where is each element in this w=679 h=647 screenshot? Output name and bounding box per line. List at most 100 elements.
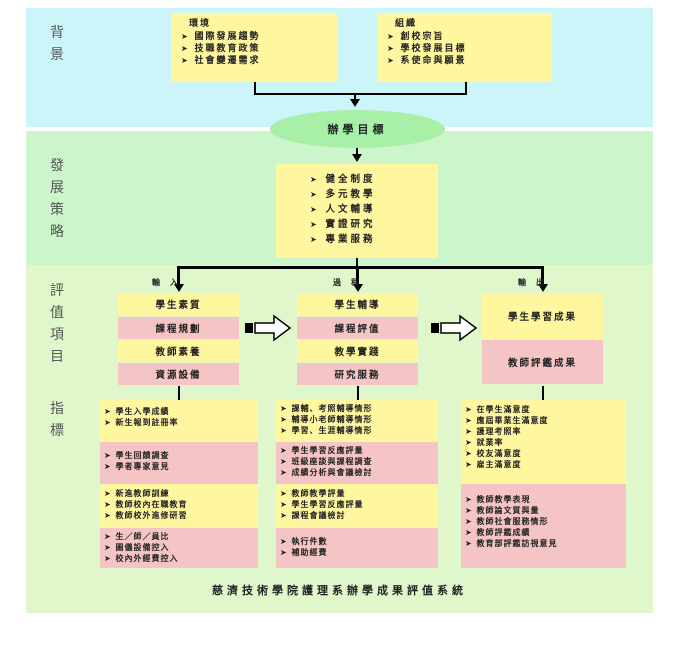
indicator-item: 校內外經費控入: [104, 553, 256, 564]
strategy-item: 健全制度: [310, 172, 438, 187]
indicator-group: 新進教師訓練 教師校內在職教育 教師校外進修研習: [100, 484, 258, 528]
connector-line: [177, 266, 544, 269]
strategies-box: 健全制度 多元教學 人文輔導 實證研究 專業服務: [276, 164, 438, 258]
indicator-item: 學者專家意見: [104, 461, 256, 472]
indicator-item: 教師社會服務情形: [465, 516, 624, 527]
indicator-item: 雇主滿意度: [465, 459, 624, 470]
diagram-title: 慈濟技術學院護理系辦學成果評值系統: [212, 584, 467, 597]
output-indicators: 在學生滿意度 應屆畢業生滿意度 護理考照率 就業率 校友滿意度 雇主滿意度 教師…: [461, 400, 626, 568]
indicator-item: 學生學習反應評量: [280, 499, 436, 510]
arrow-down-icon: [353, 284, 363, 292]
connector-line: [541, 266, 544, 284]
indicator-item: 新進教師訓練: [104, 488, 256, 499]
indicator-item: 應屆畢業生滿意度: [465, 415, 624, 426]
output-item: 教師評鑑成果: [482, 340, 603, 384]
indicator-item: 教師教學表現: [465, 494, 624, 505]
indicator-group: 學生學習反應評量 班級座談與課程調查 成績分析與會議檢討: [276, 442, 438, 484]
arrow-down-icon: [538, 284, 548, 292]
organization-box: 組織 創校宗旨 學校發展目標 系使命與願景: [377, 13, 552, 82]
process-item: 教學實踐: [297, 340, 418, 362]
indicator-group: 在學生滿意度 應屆畢業生滿意度 護理考照率 就業率 校友滿意度 雇主滿意度: [461, 400, 626, 484]
organization-item: 學校發展目標: [387, 43, 542, 55]
indicator-item: 執行件數: [280, 536, 436, 547]
arrow-down-icon: [352, 154, 362, 162]
indicator-group: 學生入學成績 新生報到註冊率: [100, 400, 258, 442]
indicator-item: 教師論文質與量: [465, 505, 624, 516]
indicator-group: 執行件數 補助經費: [276, 528, 438, 568]
indicator-item: 教師教學評量: [280, 488, 436, 499]
environment-title: 環境: [189, 19, 212, 29]
process-item: 課程評值: [297, 317, 418, 339]
indicator-item: 成績分析與會議檢討: [280, 467, 436, 478]
block-arrow-right-icon: [431, 314, 478, 342]
arrow-down-icon: [174, 284, 184, 292]
process-item: 學生輔導: [297, 293, 418, 315]
indicator-group: 課輔、考照輔導情形 輔導小老師輔導情形 學習、生涯輔導情形: [276, 400, 438, 442]
indicator-item: 護理考照率: [465, 426, 624, 437]
goal-label: 辦學目標: [327, 123, 388, 136]
indicator-group: 教師教學表現 教師論文質與量 教師社會服務情形 教師評鑑成績 教育部評鑑訪視意見: [461, 484, 626, 568]
connector-line: [357, 386, 359, 400]
section-label-indicators: 指標: [50, 401, 64, 439]
process-item: 研究服務: [297, 363, 418, 385]
indicator-item: 教師評鑑成績: [465, 527, 624, 538]
indicator-item: 班級座談與課程調查: [280, 456, 436, 467]
indicator-item: 學習、生涯輔導情形: [280, 425, 436, 436]
organization-title: 組織: [395, 19, 418, 29]
section-label-strategy: 發展策略: [50, 158, 64, 240]
strategy-item: 多元教學: [310, 187, 438, 202]
indicator-group: 生／師／員比 圖儀設備控入 校內外經費控入: [100, 528, 258, 568]
organization-item: 系使命與願景: [387, 55, 542, 67]
phase-label-input: 輸 入: [152, 278, 179, 287]
indicator-item: 補助經費: [280, 547, 436, 558]
indicator-item: 學生學習反應評量: [280, 445, 436, 456]
organization-item: 創校宗旨: [387, 31, 542, 43]
environment-item: 社會變遷需求: [181, 55, 327, 67]
indicator-item: 課輔、考照輔導情形: [280, 403, 436, 414]
section-label-evaluation: 評值項目: [50, 283, 64, 365]
input-item: 資源設備: [118, 363, 239, 385]
connector-line: [354, 93, 356, 99]
connector-line: [254, 82, 256, 94]
connector-line: [465, 82, 467, 94]
input-item: 教師素養: [118, 340, 239, 362]
input-indicators: 學生入學成績 新生報到註冊率 學生回饋調查 學者專家意見 新進教師訓練 教師校內…: [100, 400, 258, 568]
connector-line: [177, 266, 180, 284]
connector-line: [356, 148, 358, 154]
indicator-group: 教師教學評量 學生學習反應評量 課程會議檢討: [276, 484, 438, 528]
environment-list: 國際發展趨勢 技職教育政策 社會變遷需求: [181, 31, 327, 67]
input-item: 課程規劃: [118, 317, 239, 339]
phase-label-process: 過 程: [333, 278, 360, 287]
background-band: [26, 8, 653, 127]
output-item: 學生學習成果: [482, 293, 603, 339]
input-item: 學生素質: [118, 293, 239, 315]
block-arrow-right-icon: [245, 314, 292, 342]
indicator-item: 在學生滿意度: [465, 404, 624, 415]
environment-item: 國際發展趨勢: [181, 31, 327, 43]
indicator-item: 生／師／員比: [104, 531, 256, 542]
strategies-list: 健全制度 多元教學 人文輔導 實證研究 專業服務: [310, 172, 438, 247]
organization-list: 創校宗旨 學校發展目標 系使命與願景: [387, 31, 542, 67]
strategy-item: 專業服務: [310, 232, 438, 247]
strategy-item: 實證研究: [310, 217, 438, 232]
connector-line: [356, 266, 359, 284]
process-indicators: 課輔、考照輔導情形 輔導小老師輔導情形 學習、生涯輔導情形 學生學習反應評量 班…: [276, 400, 438, 568]
indicator-item: 教師校外進修研習: [104, 510, 256, 521]
connector-line: [178, 386, 180, 400]
indicator-item: 圖儀設備控入: [104, 542, 256, 553]
indicator-item: 學生入學成績: [104, 406, 256, 417]
strategy-item: 人文輔導: [310, 202, 438, 217]
indicator-item: 教師校內在職教育: [104, 499, 256, 510]
indicator-item: 輔導小老師輔導情形: [280, 414, 436, 425]
environment-box: 環境 國際發展趨勢 技職教育政策 社會變遷需求: [171, 13, 337, 82]
connector-line: [542, 386, 544, 400]
indicator-item: 就業率: [465, 437, 624, 448]
phase-label-output: 輸 出: [518, 278, 545, 287]
connector-line: [254, 93, 467, 95]
indicator-item: 新生報到註冊率: [104, 417, 256, 428]
section-label-background: 背景: [50, 25, 64, 63]
environment-item: 技職教育政策: [181, 43, 327, 55]
arrow-down-icon: [350, 99, 360, 107]
connector-line: [356, 258, 358, 268]
goal-ellipse: 辦學目標: [270, 110, 445, 148]
